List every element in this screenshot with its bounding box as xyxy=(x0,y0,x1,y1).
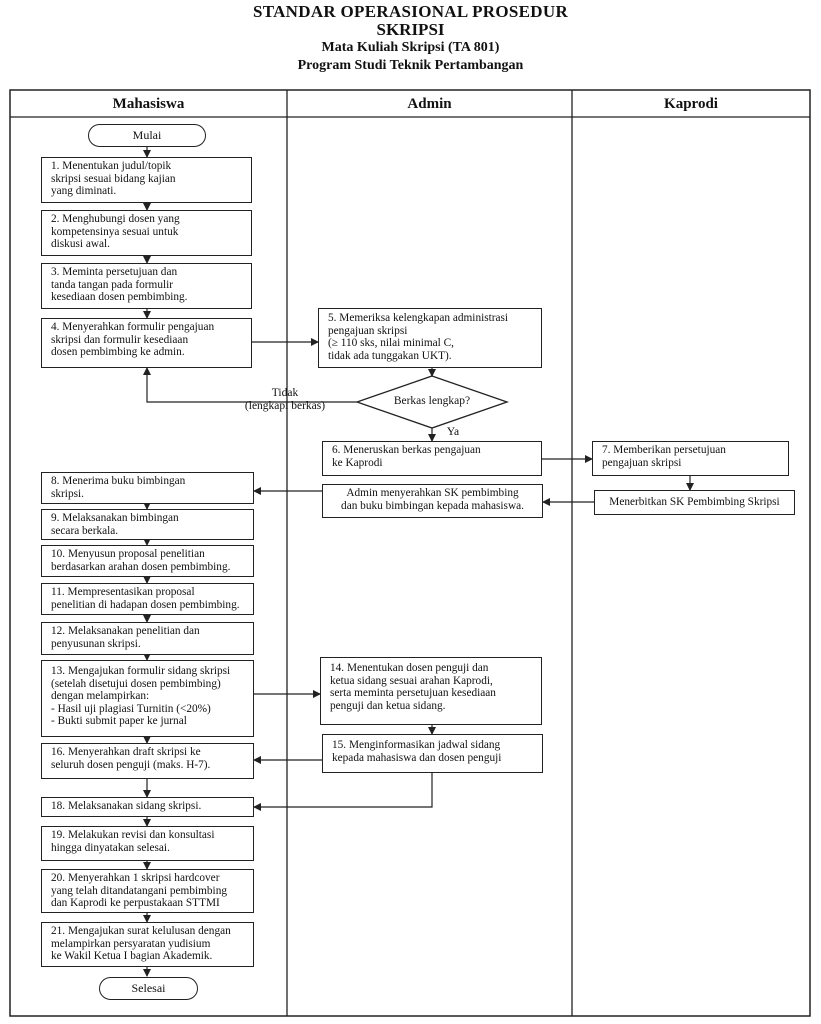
arrow-decision-no xyxy=(143,367,357,403)
start-terminal: Mulai xyxy=(88,124,206,147)
step-20: 20. Menyerahkan 1 skripsi hardcover yang… xyxy=(41,869,254,913)
step-14: 14. Menentukan dosen penguji dan ketua s… xyxy=(320,657,542,725)
arrow-s15-s18 xyxy=(253,773,433,811)
doc-subtitle: SKRIPSI xyxy=(376,20,445,39)
decision-yes-label: Ya xyxy=(446,426,460,438)
step-9: 9. Melaksanakan bimbingan secara berkala… xyxy=(41,509,254,540)
doc-title: STANDAR OPERASIONAL PROSEDUR xyxy=(252,2,569,21)
step-15: 15. Menginformasikan jadwal sidang kepad… xyxy=(322,734,543,773)
decision-question: Berkas lengkap? xyxy=(393,395,471,407)
program-name: Program Studi Teknik Pertambangan xyxy=(297,58,524,73)
step-1: 1. Menentukan judul/topik skripsi sesuai… xyxy=(41,157,252,203)
decision-no-label: Tidak (lengkapi berkas) xyxy=(244,387,326,412)
step-21: 21. Mengajukan surat kelulusan dengan me… xyxy=(41,922,254,967)
lane-mahasiswa: Mahasiswa xyxy=(112,96,185,112)
step-sk-kaprodi: Menerbitkan SK Pembimbing Skripsi xyxy=(594,490,795,515)
step-12: 12. Melaksanakan penelitian dan penyusun… xyxy=(41,622,254,655)
step-18: 18. Melaksanakan sidang skripsi. xyxy=(41,797,254,817)
end-terminal: Selesai xyxy=(99,977,198,1000)
decision-diamond xyxy=(355,375,509,429)
lane-kaprodi: Kaprodi xyxy=(664,96,718,112)
step-7: 7. Memberikan persetujuan pengajuan skri… xyxy=(592,441,789,476)
lane-admin: Admin xyxy=(407,96,452,112)
step-3: 3. Meminta persetujuan dan tanda tangan … xyxy=(41,263,252,309)
step-5: 5. Memeriksa kelengkapan administrasi pe… xyxy=(318,308,542,368)
step-2: 2. Menghubungi dosen yang kompetensinya … xyxy=(41,210,252,256)
step-6: 6. Meneruskan berkas pengajuan ke Kaprod… xyxy=(322,441,542,476)
step-13: 13. Mengajukan formulir sidang skripsi (… xyxy=(41,660,254,737)
step-16: 16. Menyerahkan draft skripsi ke seluruh… xyxy=(41,743,254,779)
step-4: 4. Menyerahkan formulir pengajuan skrips… xyxy=(41,318,252,368)
course-name: Mata Kuliah Skripsi (TA 801) xyxy=(321,40,500,55)
step-19: 19. Melakukan revisi dan konsultasi hing… xyxy=(41,826,254,861)
step-11: 11. Mempresentasikan proposal penelitian… xyxy=(41,583,254,615)
swimlane-frame xyxy=(9,89,811,1017)
step-sk-admin: Admin menyerahkan SK pembimbing dan buku… xyxy=(322,484,543,518)
step-10: 10. Menyusun proposal penelitian berdasa… xyxy=(41,545,254,577)
step-8: 8. Menerima buku bimbingan skripsi. xyxy=(41,472,254,504)
